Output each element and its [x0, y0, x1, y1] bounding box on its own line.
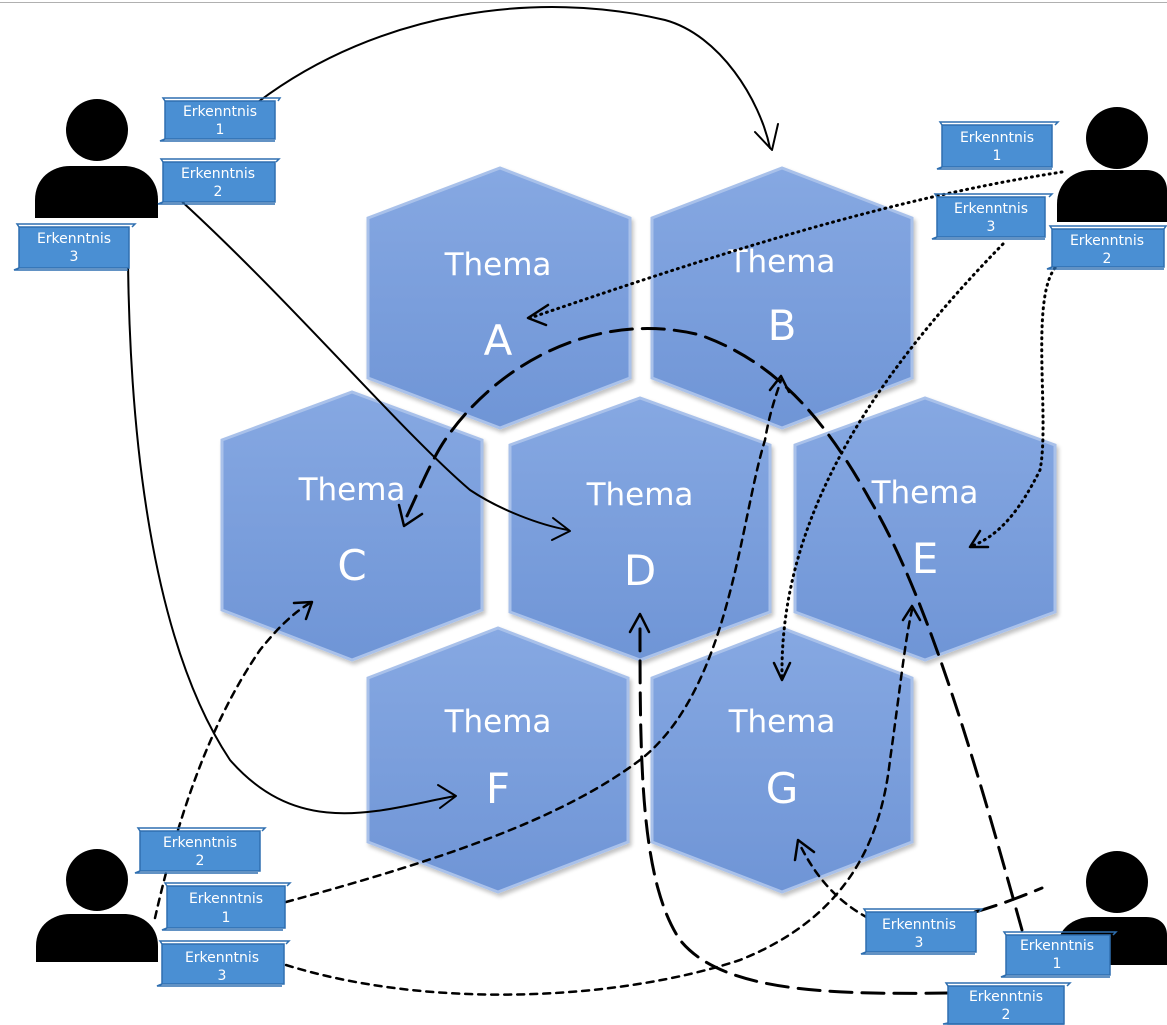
theme-letter: E [912, 534, 939, 583]
note-number: 2 [196, 853, 205, 869]
arrowhead-d-long [628, 612, 651, 634]
connector-br3-to-g [798, 843, 870, 920]
connector-bl1-to-b [284, 378, 783, 904]
note-number: 1 [1053, 956, 1062, 972]
long-dashed-arrowheads [397, 503, 651, 634]
connector-tr2-to-e [970, 266, 1057, 548]
theme-title: Thema [586, 477, 694, 513]
theme-title: Thema [444, 247, 552, 283]
connector-bl3-to-e [284, 608, 914, 996]
arrowhead-e-short [901, 604, 922, 622]
theme-letter: F [486, 764, 510, 813]
top-border-line [0, 2, 1167, 3]
note-top-right-1: Erkenntnis 1 [936, 121, 1060, 170]
hexagon-theme-c: Thema C [220, 390, 484, 662]
theme-title: Thema [728, 244, 836, 280]
note-bottom-right-2: Erkenntnis 2 [942, 982, 1072, 1025]
connector-tl2-to-d [177, 197, 569, 531]
note-number: 2 [1103, 251, 1112, 267]
theme-title: Thema [298, 472, 406, 508]
note-top-left-3: Erkenntnis 3 [13, 223, 137, 271]
hexagon-theme-e: Thema E [793, 396, 1057, 662]
note-bottom-left-3: Erkenntnis 3 [156, 940, 291, 987]
note-number: 3 [218, 968, 227, 984]
person-icon [1057, 107, 1167, 222]
note-top-left-1: Erkenntnis 1 [159, 97, 282, 142]
note-label: Erkenntnis [1070, 233, 1144, 249]
connector-tr1-to-a [528, 170, 1064, 320]
arrowhead-e [968, 529, 990, 549]
note-top-left-2: Erkenntnis 2 [157, 158, 281, 205]
arrowhead-c-short [292, 600, 314, 621]
note-number: 2 [1002, 1007, 1011, 1023]
theme-letter: G [766, 764, 799, 813]
arrowhead-d [551, 517, 571, 541]
note-number: 2 [214, 184, 223, 200]
note-label: Erkenntnis [181, 166, 255, 182]
arrowhead-b [754, 123, 779, 151]
arrowhead-g-br [793, 838, 816, 862]
connector-br1-to-c [403, 327, 1024, 932]
arrowhead-a [526, 303, 550, 327]
theme-title: Thema [871, 475, 979, 511]
note-number: 1 [216, 122, 225, 138]
hexagon-theme-g: Thema G [650, 626, 914, 894]
insight-notes: Erkenntnis 1 Erkenntnis 2 Erkenntnis 3 E… [13, 97, 1167, 1025]
arrowhead-g [772, 661, 792, 682]
note-label: Erkenntnis [954, 201, 1028, 217]
theme-letter: A [484, 316, 513, 365]
note-number: 1 [993, 148, 1002, 164]
note-number: 1 [222, 910, 231, 926]
connector-br-joint [973, 886, 1044, 914]
connector-tl1-to-b [257, 6, 771, 149]
person-icon [35, 99, 158, 218]
note-label: Erkenntnis [960, 130, 1034, 146]
note-label: Erkenntnis [163, 835, 237, 851]
hexagon-theme-b: Thema B [650, 166, 914, 430]
arrowhead-f [437, 784, 457, 809]
note-bottom-right-1: Erkenntnis 1 [1000, 931, 1118, 978]
theme-hexagons: Thema A Thema B Thema C Thema D Thema E … [220, 166, 1057, 894]
hexagon-theme-a: Thema A [366, 166, 632, 430]
theme-letter: D [624, 546, 656, 595]
participants [35, 99, 1167, 965]
theme-title: Thema [444, 704, 552, 740]
note-label: Erkenntnis [1020, 938, 1094, 954]
theme-letter: B [768, 301, 797, 350]
note-number: 3 [915, 935, 924, 951]
note-label: Erkenntnis [183, 104, 257, 120]
note-label: Erkenntnis [185, 950, 259, 966]
note-number: 3 [70, 249, 79, 265]
note-top-right-3: Erkenntnis 3 [931, 193, 1054, 240]
solid-connectors [127, 6, 779, 815]
note-bottom-left-2: Erkenntnis 2 [134, 827, 267, 874]
note-number: 3 [987, 219, 996, 235]
theme-letter: C [337, 541, 366, 590]
note-top-right-2: Erkenntnis 2 [1046, 225, 1167, 270]
arrowhead-c-long [397, 503, 424, 528]
note-label: Erkenntnis [969, 989, 1043, 1005]
note-bottom-right-3: Erkenntnis 3 [860, 908, 984, 955]
connector-br2-to-d [638, 618, 950, 995]
note-bottom-left-1: Erkenntnis 1 [161, 882, 292, 931]
theme-title: Thema [728, 704, 836, 740]
note-label: Erkenntnis [189, 891, 263, 907]
person-icon [36, 849, 158, 962]
note-label: Erkenntnis [882, 917, 956, 933]
connector-tl3-to-f [127, 261, 456, 815]
hexagon-theme-d: Thema D [508, 396, 772, 662]
dotted-arrowheads [526, 303, 990, 682]
connector-lines [127, 6, 1064, 996]
hexagon-theme-f: Thema F [366, 626, 630, 894]
note-label: Erkenntnis [37, 231, 111, 247]
